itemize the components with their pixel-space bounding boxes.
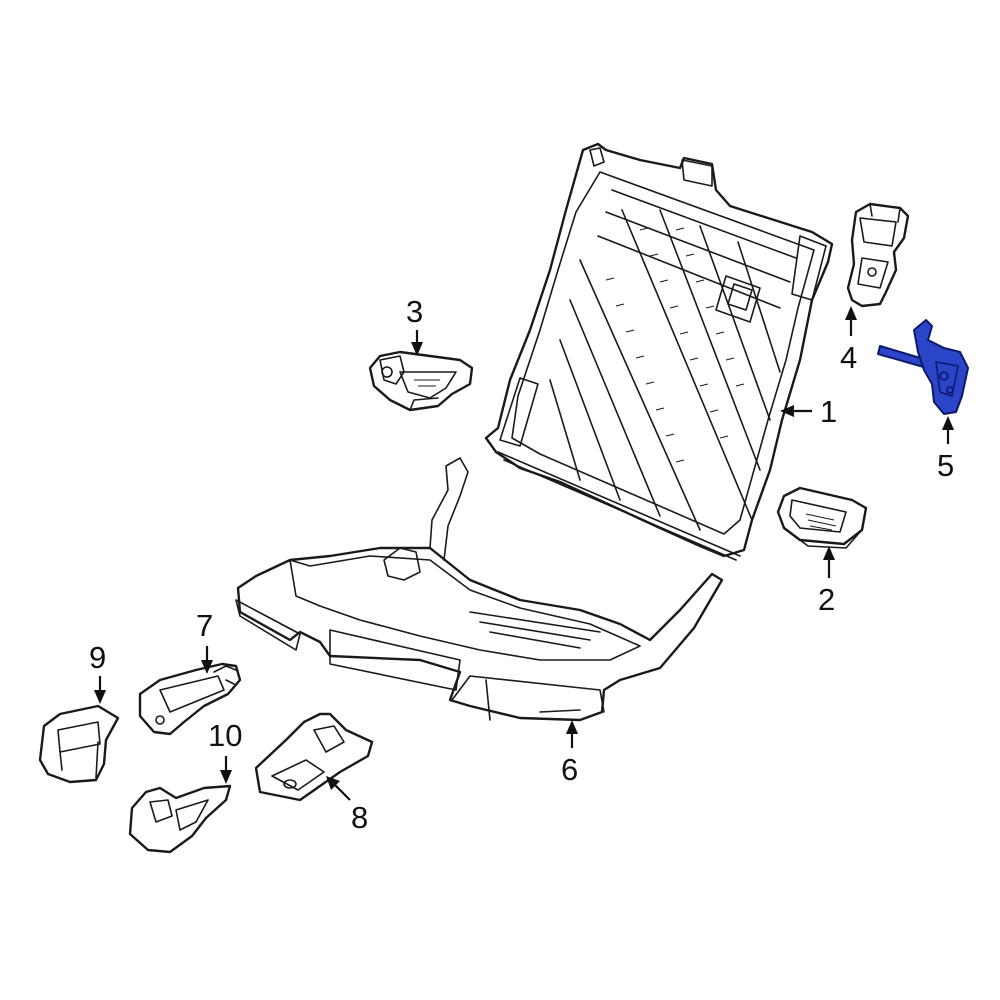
callout-leaders	[94, 306, 954, 801]
part-3-guide[interactable]	[368, 350, 474, 412]
part-10-trim-cap[interactable]	[128, 784, 232, 854]
part-6-seat-cushion-frame[interactable]	[235, 457, 724, 722]
part-1-seat-back-frame[interactable]	[484, 142, 834, 561]
callout-6: 6	[561, 752, 578, 787]
callout-9: 9	[89, 640, 106, 675]
callout-7: 7	[196, 608, 213, 643]
callout-2: 2	[818, 582, 835, 617]
callout-10: 10	[208, 718, 242, 753]
callout-8: 8	[351, 800, 368, 835]
callout-4: 4	[840, 340, 857, 375]
part-8-side-cover[interactable]	[254, 712, 374, 802]
part-4-latch-bracket[interactable]	[846, 202, 910, 308]
part-9-end-cap[interactable]	[38, 704, 120, 784]
part-5-hinge-bracket[interactable]	[877, 319, 969, 415]
part-2-bushing[interactable]	[776, 486, 868, 549]
callout-1: 1	[820, 394, 837, 429]
callout-5: 5	[937, 448, 954, 483]
part-7-hinge-cover[interactable]	[138, 662, 242, 736]
callout-3: 3	[406, 294, 423, 329]
callout-labels: 1 2 3 4 5 6 7 8 9 10	[89, 294, 954, 835]
